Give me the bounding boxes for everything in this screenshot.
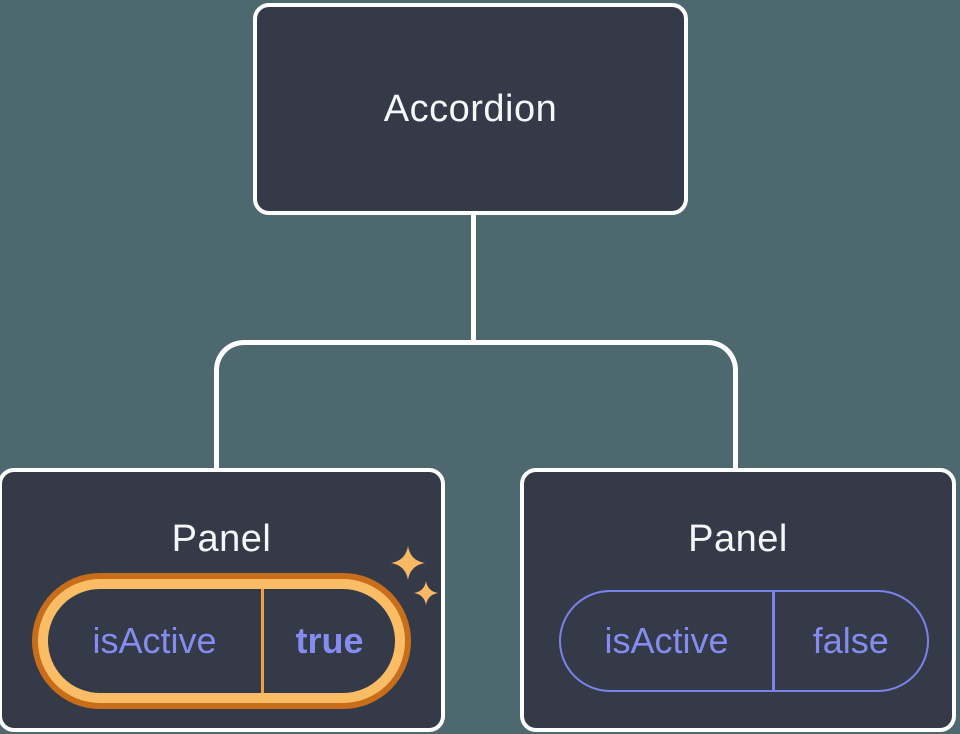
pill-divider	[772, 592, 775, 690]
pill-divider	[261, 589, 264, 693]
state-name-cell: isActive	[48, 589, 261, 693]
panel-title: Panel	[688, 518, 788, 560]
state-pill-highlight-ring: isActive true	[38, 579, 405, 703]
tree-connector-stem	[471, 215, 476, 340]
sparkle-icon	[391, 546, 438, 605]
state-pill-core: isActive true	[48, 589, 395, 693]
state-name-label: isActive	[92, 620, 217, 661]
panel-title: Panel	[171, 518, 272, 560]
state-value-cell: false	[775, 592, 928, 690]
state-pill-highlighted: isActive true	[32, 573, 411, 709]
panel-node-inactive: Panel isActive false	[520, 468, 956, 732]
tree-connector-branch	[214, 340, 738, 468]
accordion-node-label: Accordion	[383, 88, 558, 130]
state-value-label: false	[812, 620, 889, 661]
state-pill: isActive false	[559, 590, 929, 692]
state-value-cell: true	[264, 589, 395, 693]
accordion-node: Accordion	[253, 3, 688, 215]
state-name-label: isActive	[604, 620, 729, 661]
state-value-label: true	[295, 620, 364, 661]
state-name-cell: isActive	[561, 592, 772, 690]
panel-node-active: Panel isActive true	[0, 468, 445, 732]
